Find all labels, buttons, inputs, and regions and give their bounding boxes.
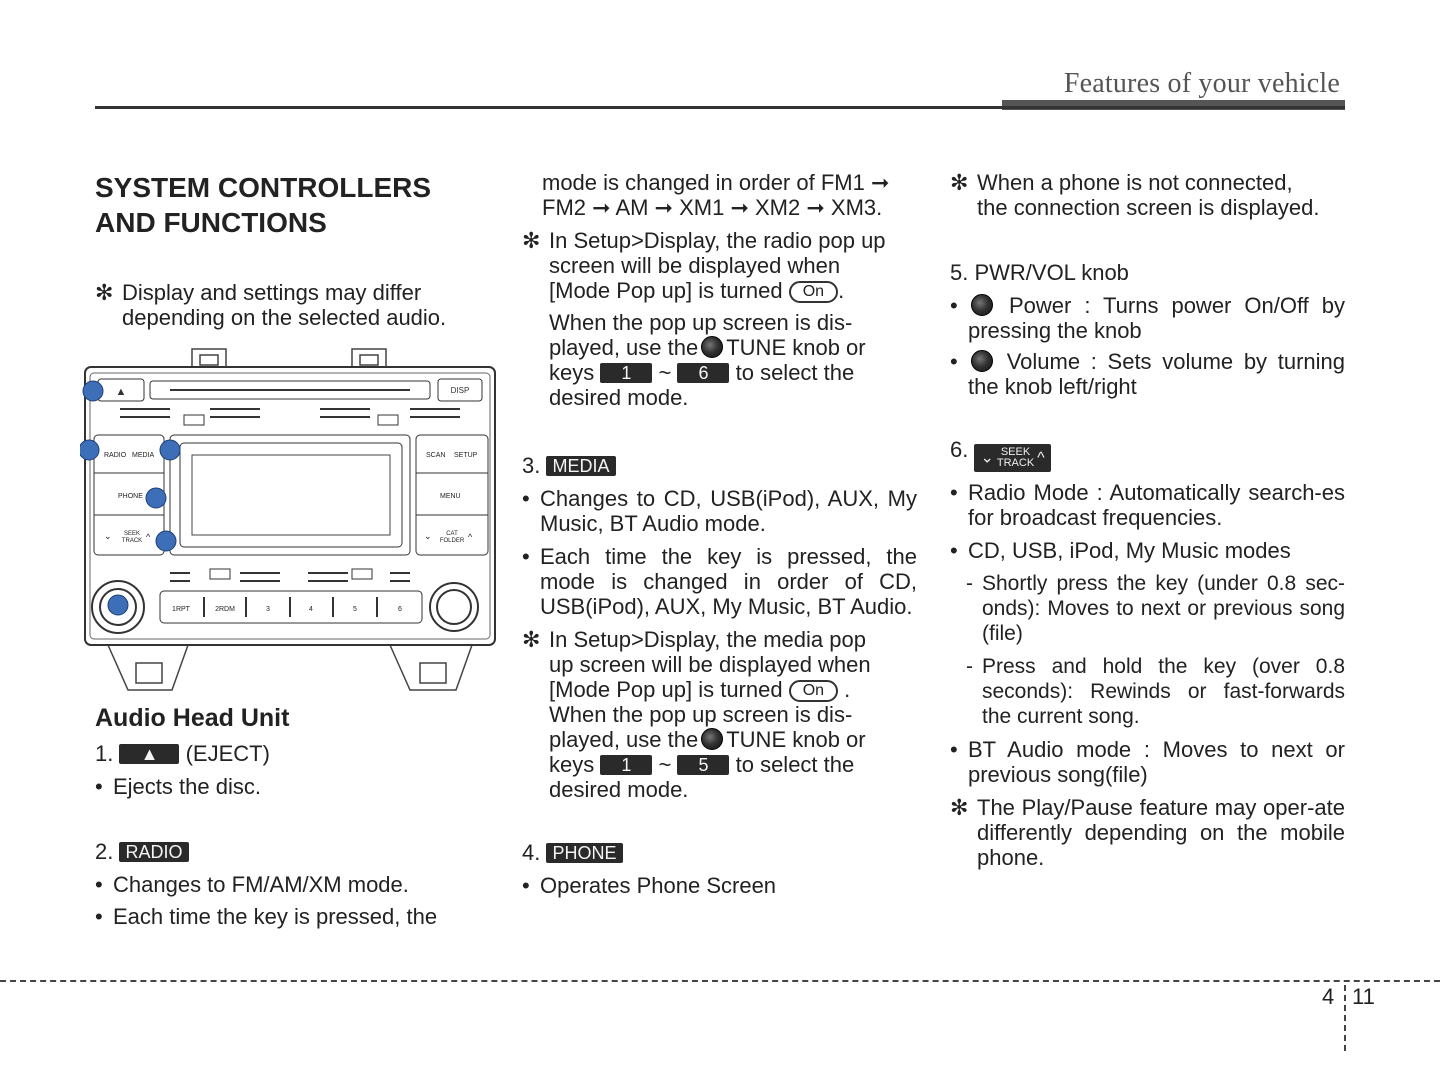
item-2-continued: mode is changed in order of FM1 ➞ FM2 ➞ … [542, 170, 890, 220]
item-2-bullet-2: •Each time the key is pressed, the [95, 904, 438, 929]
marker-seek [155, 530, 177, 552]
note-play-pause: ✻ The Play/Pause feature may oper-ate di… [950, 795, 1345, 871]
fig-preset-5: 5 [353, 606, 357, 613]
page-number: 11 [1352, 984, 1375, 1009]
page-header-title: Features of your vehicle [1063, 68, 1340, 99]
fig-cat-label: CAT [446, 531, 458, 537]
tune-knob-icon [701, 336, 724, 358]
chapter-number: 4 [1322, 984, 1335, 1009]
marker-phone [145, 487, 167, 509]
fig-phone-label: PHONE [118, 493, 143, 500]
item-5-bullet-1: • Power : Turns power On/Off by pressing… [950, 293, 1345, 343]
note-display-differs: ✻ Display and settings may differ depend… [95, 280, 447, 330]
marker-eject [82, 380, 104, 402]
fig-preset-2: 2RDM [215, 606, 235, 613]
item-5-pwr-vol: 5. PWR/VOL knob [950, 260, 1129, 285]
volume-knob-icon [971, 350, 993, 372]
fig-preset-3: 3 [266, 606, 270, 613]
column-2: mode is changed in order of FM1 ➞ FM2 ➞ … [522, 170, 917, 898]
marker-pwr-vol [107, 594, 129, 616]
chevron-up-icon: ^ [1037, 449, 1045, 467]
key-1b: 1 [600, 755, 653, 775]
item-1-eject: 1. ▲ (EJECT) [95, 741, 270, 766]
fig-seek-label: SEEK [124, 531, 140, 537]
audio-head-unit-figure: ▲ DISP RADIO MEDIA PHONE ⌄ SEEK TRACK ^ [78, 345, 500, 695]
power-knob-icon [971, 294, 993, 316]
item-6-bullet-1: •Radio Mode : Automatically search-es fo… [950, 480, 1345, 531]
key-6: 6 [677, 363, 730, 383]
fig-preset-6: 6 [398, 606, 402, 613]
marker-radio [78, 439, 100, 461]
item-2-bullet-1: •Changes to FM/AM/XM mode. [95, 872, 409, 897]
svg-text:^: ^ [146, 532, 151, 542]
item-6-dash-2: -Press and hold the key (over 0.8 second… [966, 655, 1345, 729]
key-5: 5 [677, 755, 730, 775]
fig-media-label: MEDIA [132, 452, 155, 459]
fig-folder-label: FOLDER [440, 538, 465, 544]
item-4-bullet: •Operates Phone Screen [522, 873, 777, 898]
footer-rule [0, 980, 1440, 982]
note-phone-not-connected: ✻ When a phone is not connected, the con… [950, 170, 1320, 220]
item-4-phone: 4. PHONE [522, 840, 917, 865]
fig-preset-1: 1RPT [172, 606, 191, 613]
audio-head-unit-title: Audio Head Unit [95, 704, 290, 732]
media-key: MEDIA [546, 456, 616, 476]
marker-media [159, 439, 181, 461]
item-6-bullet-2: •CD, USB, iPod, My Music modes [950, 538, 1291, 564]
tune-knob-icon-2 [701, 728, 724, 750]
fig-setup-label: SETUP [454, 452, 478, 459]
section-title: SYSTEM CONTROLLERS AND FUNCTIONS [95, 172, 432, 238]
item-6-bullet-3: •BT Audio mode : Moves to next or previo… [950, 737, 1345, 788]
column-3: ✻ When a phone is not connected, the con… [950, 170, 1345, 870]
header-accent-bar [1002, 100, 1345, 110]
svg-text:^: ^ [468, 532, 473, 542]
eject-key: ▲ [119, 744, 180, 764]
on-pill-2: On [788, 680, 839, 702]
item-3-bullet-1: •Changes to CD, USB(iPod), AUX, My Music… [522, 486, 917, 536]
key-1: 1 [600, 363, 653, 383]
item-3-media: 3. MEDIA [522, 453, 917, 478]
fig-preset-4: 4 [309, 606, 313, 613]
phone-key: PHONE [546, 843, 623, 863]
radio-key: RADIO [119, 842, 189, 862]
header-rule [95, 106, 1345, 109]
note-media-popup: ✻ In Setup>Display, the media pop up scr… [522, 627, 871, 802]
note-mark: ✻ [95, 280, 114, 305]
item-1-bullet: •Ejects the disc. [95, 774, 261, 799]
item-3-bullet-2: •Each time the key is pressed, the mode … [522, 544, 917, 619]
page-number-separator [1344, 985, 1346, 1051]
item-5-bullet-2: • Volume : Sets volume by turning the kn… [950, 349, 1345, 399]
fig-menu-label: MENU [440, 493, 461, 500]
item-6-dash-1: -Shortly press the key (under 0.8 sec-on… [966, 572, 1345, 646]
column-1-lower: Audio Head Unit 1. ▲ (EJECT) •Ejects the… [95, 703, 490, 929]
fig-scan-label: SCAN [426, 452, 445, 459]
svg-text:⌄: ⌄ [424, 531, 432, 541]
on-pill: On [788, 281, 839, 303]
fig-eject-label: ▲ [116, 386, 127, 398]
svg-text:⌄: ⌄ [104, 531, 112, 541]
item-2-radio: 2. RADIO [95, 839, 490, 864]
fig-disp-label: DISP [451, 386, 470, 395]
chevron-down-icon: ⌄ [980, 449, 994, 467]
fig-track-label: TRACK [122, 538, 142, 544]
column-1: SYSTEM CONTROLLERS AND FUNCTIONS ✻ Displ… [95, 170, 490, 330]
note-radio-popup: ✻ In Setup>Display, the radio pop up scr… [522, 228, 886, 410]
fig-radio-label: RADIO [104, 452, 127, 459]
